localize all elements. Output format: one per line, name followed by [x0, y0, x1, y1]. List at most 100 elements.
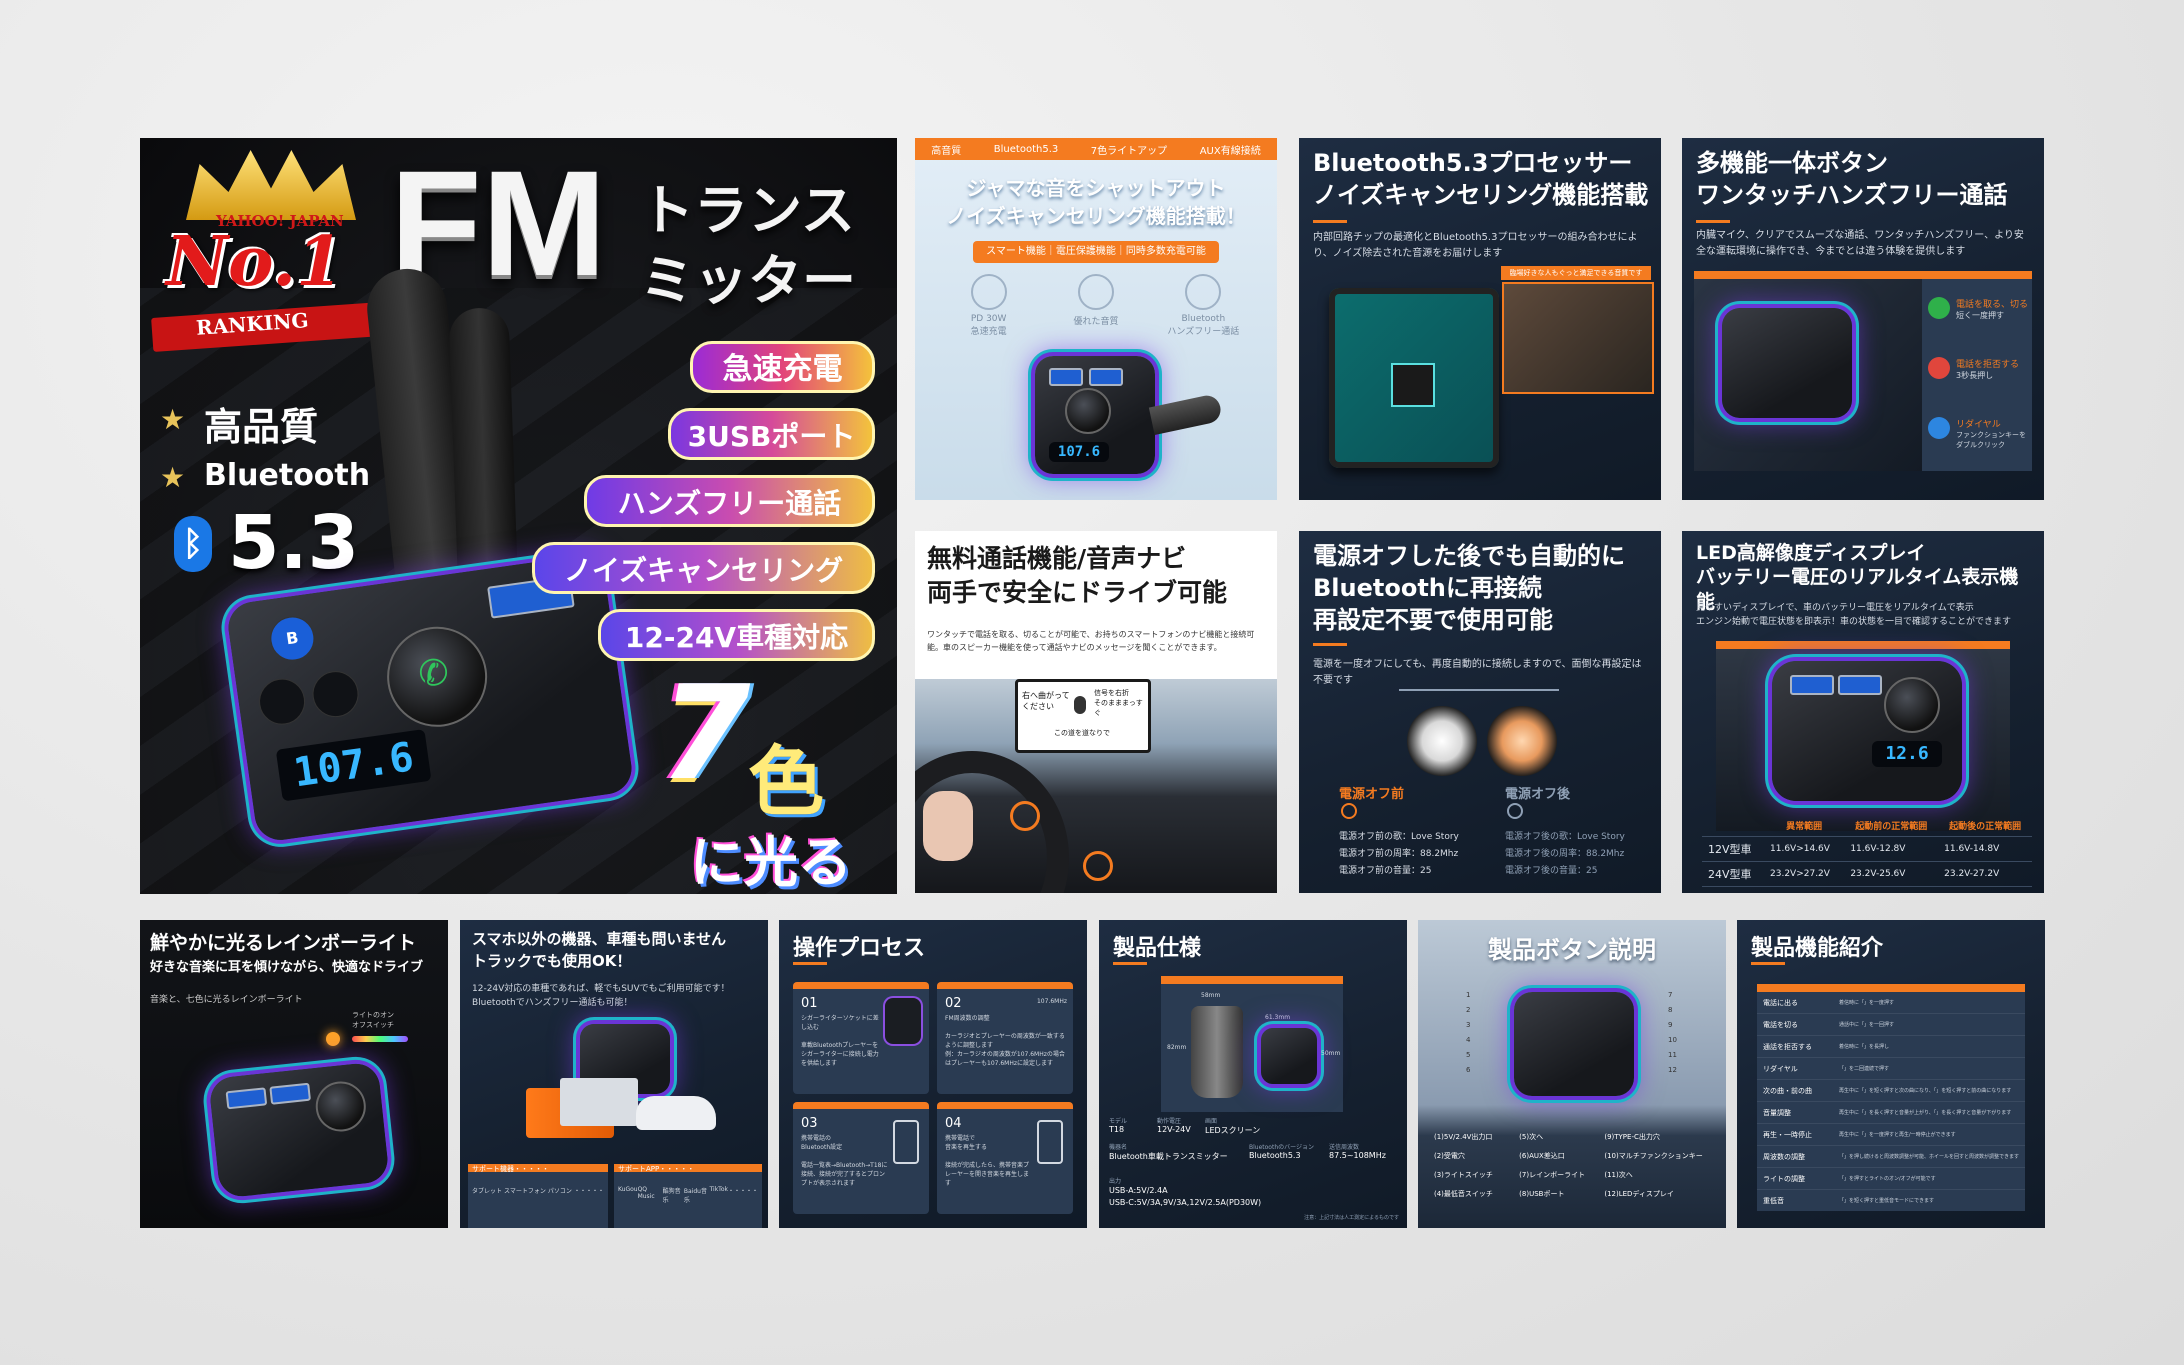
- callout-number: 9: [1668, 1021, 1673, 1029]
- rainbow-tile: 鮮やかに光るレインボーライト 好きな音楽に耳を傾けながら、快適なドライブ 音楽と…: [140, 920, 448, 1228]
- led-display: 107.6: [1049, 442, 1109, 462]
- callout-number: 11: [1668, 1051, 1677, 1059]
- ranking-brand: YAHOO! JAPAN: [216, 212, 344, 230]
- function-panel: 電話を取る、切る 短く一度押す 電話を拒否する 3秒長押し リダイヤル ファンク…: [1922, 271, 2032, 471]
- function-desc: 再生中に「」を長く押すと音量が上がり、「」を長く押すと音量が下がります: [1839, 1110, 2012, 1116]
- field-value: Bluetooth5.3: [1249, 1151, 1301, 1160]
- rainbow-sub: 好きな音楽に耳を傾けながら、快適なドライブ: [150, 960, 424, 975]
- dim-height2: 50mm: [1321, 1050, 1341, 1057]
- app-item: TikTok: [709, 1186, 728, 1193]
- card-header: [937, 1102, 1073, 1109]
- usb-port: [1790, 675, 1834, 695]
- usb-port: [1049, 368, 1083, 386]
- device-plug: [1148, 393, 1224, 435]
- before-song: 電源オフ前の歌：Love Story: [1339, 832, 1459, 842]
- phone-answer-icon: [1928, 297, 1950, 319]
- device-list: タブレット スマートフォン パソコン ・・・・・: [472, 1186, 604, 1195]
- processor-desc: 内部回路チップの最適化とBluetooth5.3プロセッサーの組み合わせにより、…: [1313, 232, 1638, 259]
- multi-button-tile: 多機能一体ボタン ワンタッチハンズフリー通話 内臓マイク、クリアでスムーズな通話…: [1682, 138, 2044, 500]
- bluetooth-button: B: [267, 613, 318, 664]
- table-header: 異常範囲: [1764, 815, 1845, 837]
- feature-item: 優れた音質: [1051, 274, 1141, 337]
- dim-width: 58mm: [1201, 992, 1221, 999]
- button-label: (3)ライトスイッチ: [1434, 1171, 1493, 1179]
- freq-label: 107.6MHz: [1036, 998, 1067, 1005]
- reconnect-title-line3: 再設定不要で使用可能: [1313, 606, 1553, 634]
- feature-pill-handsfree: ハンズフリー通話: [584, 475, 875, 527]
- device-item: タブレット: [472, 1188, 503, 1195]
- power-icon: [1507, 803, 1523, 819]
- mic-icon: [1074, 696, 1086, 714]
- noise-title-line1: ジャマな音をシャットアウト: [966, 176, 1226, 200]
- rainbow-desc: 音楽と、七色に光るレインボーライト: [150, 995, 303, 1005]
- ranking-badge: YAHOO! JAPAN No.1 RANKING: [146, 150, 396, 352]
- voice-icon: [1077, 274, 1114, 310]
- disc-after: [1487, 706, 1557, 776]
- button-desc-title: 製品ボタン説明: [1488, 936, 1656, 964]
- callout-number: 4: [1466, 1036, 1471, 1044]
- support-apps-label: サポートAPP・・・・・: [618, 1165, 695, 1173]
- people-photo: [1502, 282, 1654, 394]
- processor-title-line1: Bluetooth5.3プロセッサー: [1313, 149, 1633, 177]
- reconnect-desc: 電源を一度オフにしても、再度自動的に接続しますので、面倒な再設定は不要です: [1313, 659, 1642, 686]
- transmitter-device: 107.6: [1035, 356, 1155, 474]
- navi-bubble: この道を道なりで: [1054, 729, 1110, 737]
- function-desc: 通話中に「」を一回押す: [1839, 1022, 1895, 1028]
- process-tile: 操作プロセス 01 シガーライターソケットに差し込む 車載Bluetoothプレ…: [779, 920, 1087, 1228]
- noise-cancel-tile: 高音質 Bluetooth5.3 7色ライトアップ AUX有線接続 ジャマな音を…: [915, 138, 1277, 500]
- function-desc: 「」を二回連続で押す: [1839, 1066, 1890, 1072]
- app-item: ・・・・・: [727, 1188, 758, 1195]
- callout-numbers-left: 1 2 3 4 5 6: [1466, 988, 1470, 1078]
- table-cell: 11.6V-12.8V: [1844, 836, 1939, 862]
- disc-before: [1407, 706, 1477, 776]
- navi-bubble: 信号を右折 そのまままっすぐ: [1094, 689, 1143, 717]
- feature-item: PD 30W 急速充電: [944, 274, 1034, 337]
- button-label: (5)次へ: [1519, 1133, 1544, 1141]
- function-sub: 短く一度押す: [1956, 311, 2004, 320]
- callout-number: 2: [1466, 1006, 1471, 1014]
- card-header: [937, 982, 1073, 989]
- callout-number: 8: [1668, 1006, 1673, 1014]
- quality-label: 高品質: [204, 405, 319, 449]
- hanger-line: [1399, 689, 1559, 691]
- button-label: (2)受電穴: [1434, 1152, 1465, 1160]
- feature-label: Bluetooth ハンズフリー通話: [1167, 314, 1240, 337]
- table-header-row: 異常範囲 起動前の正常範囲 起動後の正常範囲: [1702, 815, 2032, 837]
- dim-height: 82mm: [1167, 1044, 1187, 1051]
- light-bulb-icon: [326, 1032, 340, 1046]
- after-vol: 電源オフ後の音量：25: [1505, 866, 1598, 876]
- feature-pill-fast-charge: 急速充電: [690, 341, 875, 393]
- field-value: T18: [1109, 1125, 1125, 1134]
- callout-number: 12: [1668, 1066, 1677, 1074]
- support-apps-box: サポートAPP・・・・・ KuGou QQ Music 酷狗音乐 Baidu音乐…: [614, 1164, 762, 1228]
- hand-shape: [923, 791, 973, 861]
- crown-icon: [186, 150, 356, 220]
- process-title: 操作プロセス: [793, 936, 926, 961]
- table-header: 起動後の正常範囲: [1938, 815, 2032, 837]
- redial-icon: [1928, 417, 1950, 439]
- field-label: Bluetoothのバージョン: [1249, 1144, 1315, 1151]
- step-number: 04: [945, 1116, 962, 1131]
- table-cell: 11.6V-14.8V: [1938, 836, 2032, 862]
- spec-note: 注意：上記寸法は人工測定によるものです: [1304, 1215, 1399, 1221]
- functions-title: 製品機能紹介: [1751, 936, 1884, 961]
- app-item: 酷狗音乐: [662, 1188, 681, 1204]
- bluetooth-label: Bluetooth: [204, 458, 371, 493]
- processor-tag: 臨場好きな人もぐっと満足できる音質です: [1501, 266, 1651, 280]
- truck-cargo: [560, 1078, 638, 1126]
- after-freq: 電源オフ後の周率：88.2Mhz: [1505, 849, 1625, 859]
- field-label: 機器名: [1109, 1144, 1128, 1151]
- button-label: (1)5V/2.4V出力口: [1434, 1133, 1493, 1141]
- processor-title-line2: ノイズキャンセリング機能搭載: [1313, 181, 1649, 209]
- compat-title-line1: スマホ以外の機器、車種も問いません: [472, 930, 727, 948]
- phone-reject-icon: [1928, 357, 1950, 379]
- plug-icon: [885, 998, 921, 1044]
- before-label: 電源オフ前: [1339, 787, 1405, 802]
- transmitter-device: [1514, 992, 1634, 1096]
- before-vol: 電源オフ前の音量：25: [1339, 866, 1432, 876]
- spec-diagram: 58mm 82mm 61.3mm 50mm: [1161, 976, 1343, 1112]
- functions-table: 電話に出る着信時に「」を一度押す 電話を切る通話中に「」を一回押す 通話を拒否す…: [1757, 984, 2025, 1211]
- table-row: 再生・一時停止再生中に「」を一度押すと再生/一時停止ができます: [1757, 1124, 2025, 1146]
- output-usb-c: USB-C:5V/3A,9V/3A,12V/2.5A(PD30W): [1109, 1198, 1262, 1207]
